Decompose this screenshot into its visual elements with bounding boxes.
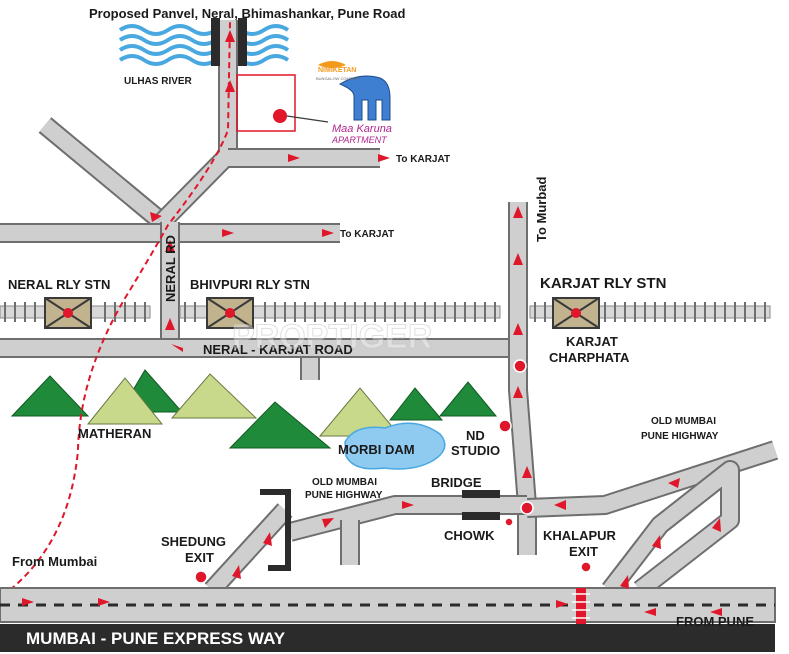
neral-karjat-road-label: NERAL - KARJAT ROAD [203, 342, 353, 357]
direction-arrows [22, 30, 722, 616]
old-highway-right-label-2: PUNE HIGHWAY [641, 431, 719, 442]
to-murbad-label: To Murbad [534, 176, 549, 242]
project-name-line-2: APARTMENT [331, 135, 388, 145]
shedung-exit-bracket [260, 489, 291, 571]
khalapur-exit-label-1: KHALAPUR [543, 528, 617, 543]
toll-plaza-icon [572, 588, 590, 624]
ulhas-river-label: ULHAS RIVER [124, 76, 193, 87]
khalapur-exit-marker [580, 561, 592, 573]
old-highway-mid-label-1: OLD MUMBAI [312, 477, 377, 488]
nd-studio-label-2: STUDIO [451, 443, 500, 458]
chowk-marker [504, 517, 514, 527]
chowk-block [462, 512, 500, 520]
neral-rd-label: NERAL RD [163, 235, 178, 302]
old-highway-mid-label-2: PUNE HIGHWAY [305, 490, 383, 501]
station-neral-icon [44, 297, 92, 329]
logo-brand-tagline: BUNGALOW COMPLEX [316, 76, 360, 81]
from-pune-label: FROM PUNE [676, 614, 754, 629]
morbi-dam-label: MORBI DAM [338, 442, 415, 457]
morbi-dam-water [344, 422, 446, 470]
project-site-marker [273, 109, 287, 123]
road-network [0, 20, 779, 598]
station-karjat-icon [552, 297, 600, 329]
expressway-bar [0, 624, 775, 652]
project-site-box [236, 74, 296, 132]
karjat-charphata-label-1: KARJAT [566, 334, 618, 349]
ulhas-river-waves [118, 24, 290, 66]
bhivpuri-rly-stn-label: BHIVPURI RLY STN [190, 277, 310, 292]
project-pointer-line [286, 115, 329, 123]
nd-studio-marker [498, 419, 512, 433]
chowk-label: CHOWK [444, 528, 495, 543]
shedung-exit-marker [194, 570, 208, 584]
hills [10, 369, 498, 449]
from-mumbai-label: From Mumbai [12, 554, 97, 569]
shedung-exit-label-1: SHEDUNG [161, 534, 226, 549]
karjat-charphata-label-2: CHARPHATA [549, 350, 630, 365]
to-karjat-mid-label: To KARJAT [340, 229, 394, 240]
matheran-label: MATHERAN [78, 426, 151, 441]
logo-brand-name: NIMIKETAN [318, 67, 356, 74]
karjat-rly-stn-label: KARJAT RLY STN [540, 275, 666, 292]
bridge-label: BRIDGE [431, 475, 482, 490]
watermark-text: PROPTIGER [232, 318, 432, 356]
bridge-pillar-left [211, 18, 220, 66]
bridge-pillar-right [238, 18, 247, 66]
to-karjat-top-label: To KARJAT [396, 154, 450, 165]
project-name-line-1: Maa Karuna [332, 123, 392, 135]
neral-rly-stn-label: NERAL RLY STN [8, 277, 110, 292]
old-highway-right-label-1: OLD MUMBAI [651, 416, 716, 427]
bridge-block [462, 490, 500, 498]
shedung-exit-label-2: EXIT [185, 550, 214, 565]
khalapur-exit-label-2: EXIT [569, 544, 598, 559]
nd-studio-label-1: ND [466, 428, 485, 443]
dashed-route-from-mumbai [9, 21, 231, 591]
proposed-road-label: Proposed Panvel, Neral, Bhimashankar, Pu… [89, 6, 405, 21]
expressway-label: MUMBAI - PUNE EXPRESS WAY [26, 629, 286, 648]
station-bhivpuri-icon [206, 297, 254, 329]
karjat-charphata-marker [513, 359, 527, 373]
bridge-junction-marker [520, 501, 534, 515]
building-logo-icon [318, 61, 391, 121]
